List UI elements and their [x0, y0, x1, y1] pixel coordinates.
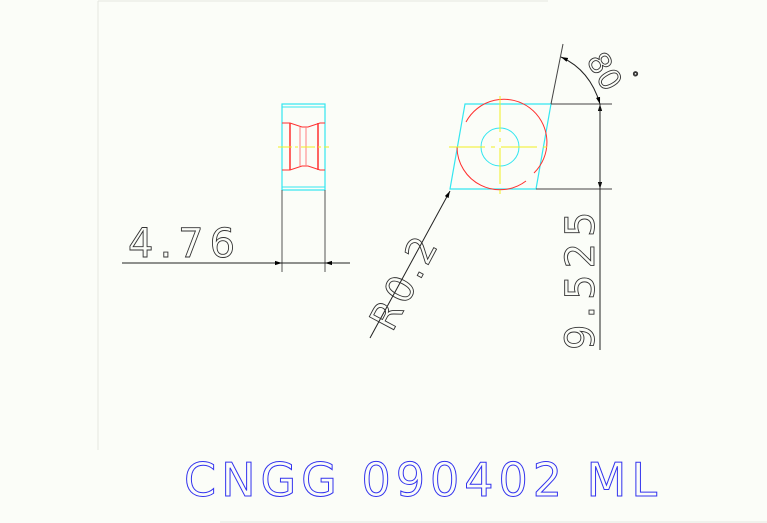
top-view [449, 96, 552, 198]
thickness-dimension: 4.76 [122, 221, 350, 267]
sheet-border [97, 0, 767, 523]
height-dimension: 9.525 [536, 103, 612, 350]
degree-symbol: ° [632, 70, 639, 86]
angle-label: 80 [579, 47, 628, 98]
angle-dimension: 80 ° [550, 43, 639, 105]
thickness-label: 4.76 [128, 221, 241, 267]
part-code-title: CNGG 090402 ML [184, 453, 662, 507]
radius-dimension: R0.2 [361, 190, 451, 339]
height-label: 9.525 [558, 205, 604, 350]
side-view [278, 103, 329, 272]
radius-label: R0.2 [361, 226, 448, 337]
